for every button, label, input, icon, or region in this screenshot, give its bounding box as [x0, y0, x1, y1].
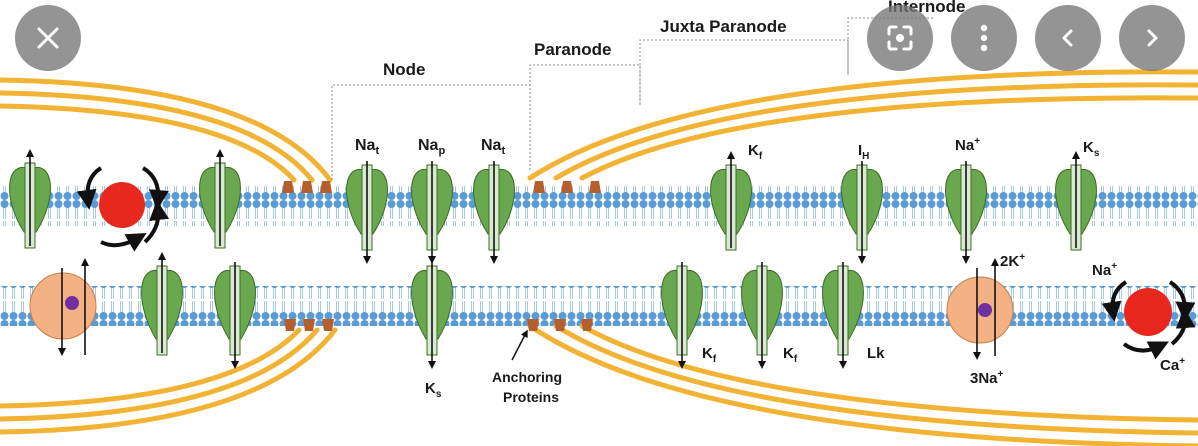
anchoring-protein: [282, 181, 294, 193]
anchoring-pointer: [511, 329, 528, 361]
chevron-left-icon: [1062, 29, 1073, 47]
channel-k-s-lower: [411, 262, 453, 369]
red-transporter-upper: [99, 182, 145, 228]
channel-k-f-lower-1: [661, 262, 703, 369]
label-paranode: Paranode: [534, 40, 611, 59]
close-button[interactable]: [15, 5, 81, 71]
exchange-arrow: [1170, 308, 1196, 346]
region-brackets: [331, 17, 935, 180]
more-options-button[interactable]: [951, 5, 1017, 71]
myelin-layer: [0, 327, 338, 435]
label-k-s-lower: Ks: [425, 380, 442, 400]
more-vert-icon: [980, 24, 988, 52]
label-proteins: Proteins: [503, 389, 559, 405]
leak-channel-upper: [199, 149, 241, 249]
myelin-layer: [0, 90, 315, 183]
channel-i-h: [841, 161, 883, 264]
myelin-layer: [579, 95, 1198, 181]
myelin-layer: [579, 323, 1198, 423]
channel-k-f-upper: [710, 151, 752, 251]
exchange-arrow: [1122, 341, 1169, 360]
pump-body-left: [29, 272, 97, 340]
anchoring-protein: [303, 319, 315, 331]
next-button[interactable]: [1119, 5, 1185, 71]
label-k-f-lower-1: Kf: [702, 345, 717, 365]
label-k-s-upper: Ks: [1083, 139, 1100, 159]
anchoring-protein: [554, 319, 566, 331]
previous-button[interactable]: [1035, 5, 1101, 71]
anchoring-protein: [301, 181, 313, 193]
anchoring-protein: [581, 319, 593, 331]
anchoring-protein: [533, 181, 545, 193]
label-node: Node: [383, 60, 426, 79]
label-i-h: IH: [858, 142, 869, 162]
chevron-right-icon: [1147, 29, 1158, 47]
leak-channel-upper: [9, 149, 51, 249]
label-anchoring: Anchoring: [492, 369, 562, 385]
anchoring-protein: [320, 181, 332, 193]
channel-na-t-1: [346, 161, 388, 264]
anchoring-protein: [527, 319, 539, 331]
label-na-t-1: Nat: [355, 137, 379, 157]
label-juxta-paranode: Juxta Paranode: [660, 17, 787, 36]
myelin-layer: [0, 327, 302, 409]
channel-na-t-2: [473, 161, 515, 264]
ion-channels: [9, 149, 1097, 369]
label-na-t-2: Nat: [481, 137, 505, 157]
transporters: [29, 166, 1196, 360]
myelin-layer: [527, 323, 1198, 446]
anchoring-protein: [322, 319, 334, 331]
label-3na: 3Na+: [970, 369, 1004, 387]
label-exchanger-na: Na+: [1092, 261, 1117, 279]
pump-site: [65, 296, 79, 310]
myelin-layer: [0, 327, 320, 422]
lens-search-button[interactable]: [867, 5, 933, 71]
anchoring-proteins: [282, 181, 601, 331]
channel-lk: [822, 262, 864, 369]
exchange-arrow: [100, 233, 147, 252]
label-2k: 2K+: [1000, 252, 1025, 270]
anchoring-protein: [284, 319, 296, 331]
channel-k-f-lower-2: [741, 262, 783, 369]
channel-na-p: [411, 161, 453, 264]
exchange-arrow: [141, 166, 169, 210]
myelin-layer: [553, 82, 1198, 181]
myelin-layer: [0, 77, 333, 183]
label-na-p: Nap: [418, 137, 445, 157]
exchange-arrow: [76, 166, 103, 210]
myelin-layer: [0, 103, 297, 183]
myelin-sheath: [0, 69, 1198, 446]
close-icon: [37, 27, 59, 49]
lens-search-icon: [887, 25, 913, 51]
anchoring-protein: [561, 181, 573, 193]
label-k-f-lower-2: Kf: [783, 345, 798, 365]
exchange-arrow: [143, 200, 170, 244]
pump-site: [978, 303, 992, 317]
channel-lower: [141, 252, 183, 356]
label-k-f-upper: Kf: [748, 142, 763, 162]
label-lk: Lk: [867, 345, 885, 362]
channel-na-plus: [945, 161, 987, 264]
exchange-arrow: [1101, 280, 1128, 322]
channel-k-s-upper: [1055, 151, 1097, 251]
na-ca-exchanger: [1124, 288, 1172, 336]
myelin-layer: [527, 69, 1198, 181]
label-na-plus: Na+: [955, 136, 980, 154]
label-exchanger-ca: Ca+: [1160, 356, 1185, 374]
anchoring-protein: [589, 181, 601, 193]
channel-lower: [214, 262, 256, 369]
myelin-layer: [553, 323, 1198, 436]
